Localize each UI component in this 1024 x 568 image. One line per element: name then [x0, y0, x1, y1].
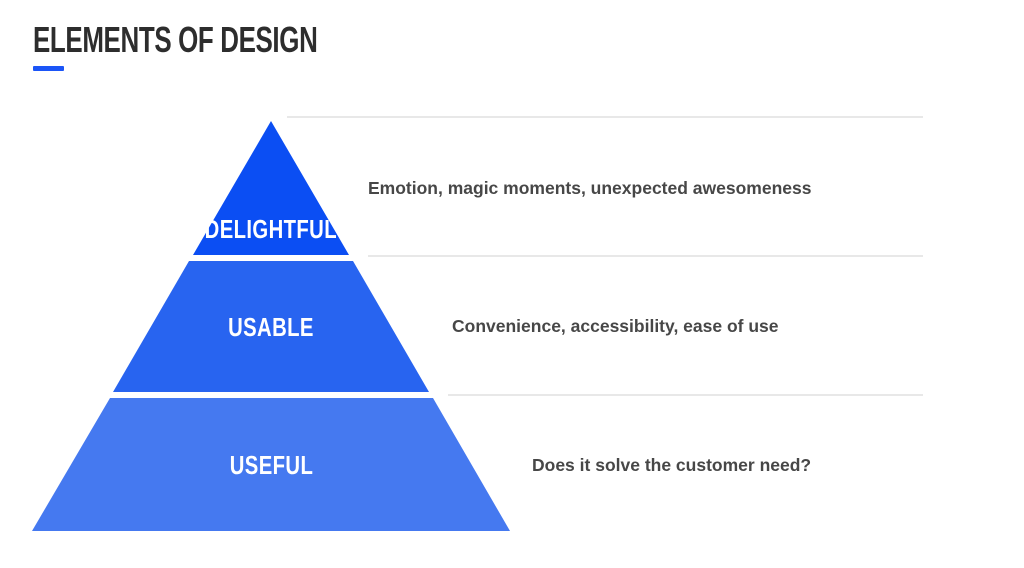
tier-description-usable: Convenience, accessibility, ease of use: [452, 316, 779, 336]
pyramid-tier-useful: [32, 398, 510, 531]
tier-description-delightful: Emotion, magic moments, unexpected aweso…: [368, 178, 812, 198]
divider-line: [368, 255, 923, 257]
title-accent-bar: [33, 66, 64, 71]
divider-line: [448, 394, 923, 396]
pyramid-tier-usable: [113, 261, 429, 392]
pyramid-tier-delightful: [193, 121, 349, 255]
divider-line: [287, 116, 923, 118]
tier-description-useful: Does it solve the customer need?: [532, 455, 812, 475]
page-title: ELEMENTS OF DESIGN: [33, 19, 318, 60]
